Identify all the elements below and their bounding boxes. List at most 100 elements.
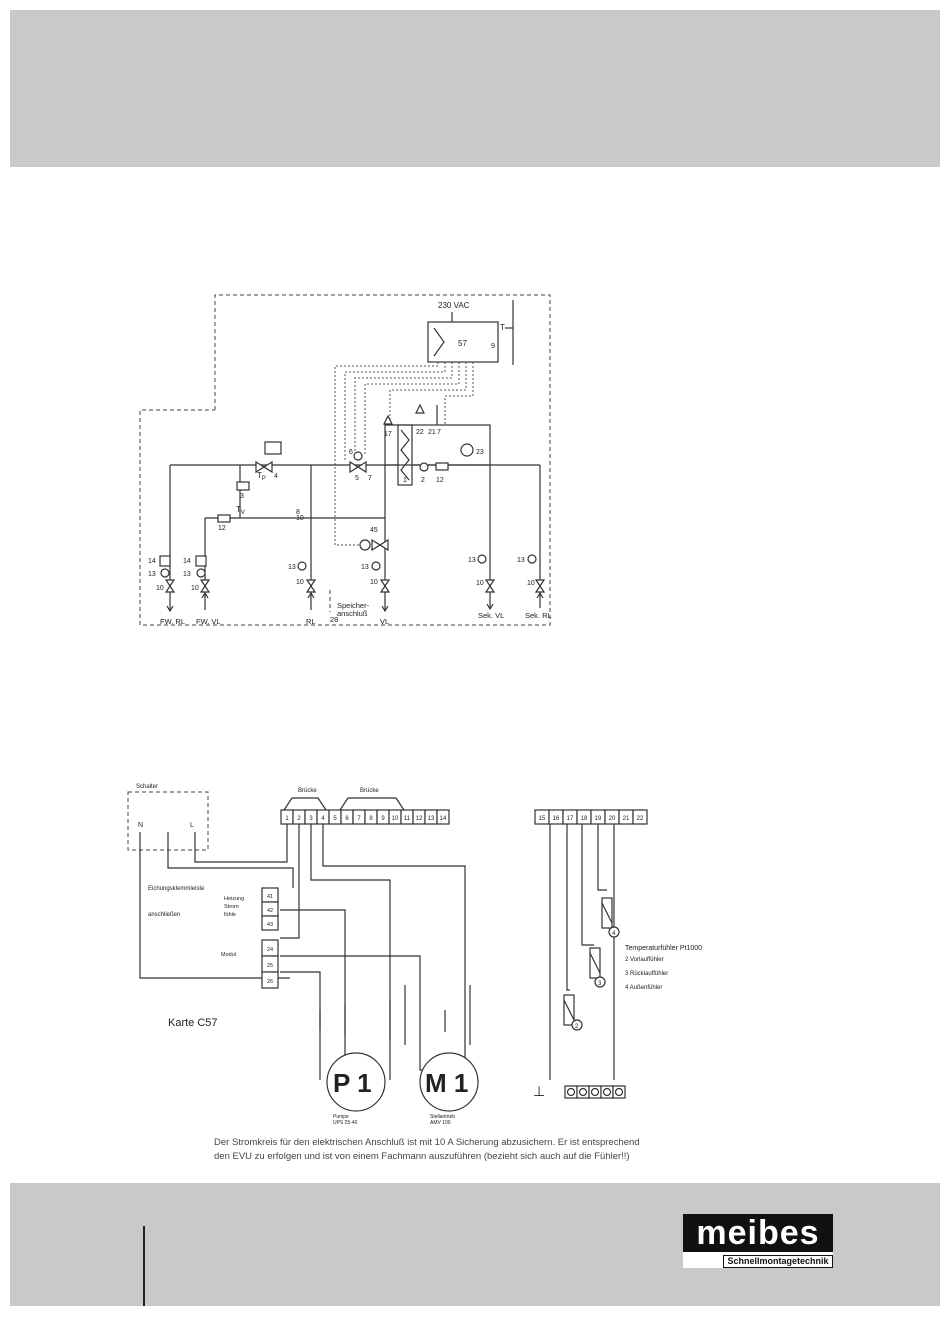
comp-num: 21 bbox=[428, 429, 436, 436]
logo-wordmark: meibes bbox=[683, 1214, 833, 1252]
terminal-label: 1 bbox=[285, 816, 289, 822]
sensor-title: Temperaturfühler Pt1000 bbox=[625, 945, 702, 952]
note-line-2: den EVU zu erfolgen und ist von einem Fa… bbox=[214, 1151, 630, 1162]
karte-label: Karte C57 bbox=[168, 1017, 218, 1029]
comp-num: 14 bbox=[148, 558, 156, 565]
controller-label: 57 bbox=[458, 339, 467, 348]
comp-num: 10 bbox=[156, 585, 164, 592]
terminal: 18 bbox=[576, 809, 592, 825]
eingang-line: Eichungsklemmleiste bbox=[148, 886, 205, 892]
speicher-line1: Speicher- bbox=[337, 601, 370, 610]
terminal-label: 14 bbox=[440, 816, 447, 822]
terminal-label: 11 bbox=[404, 816, 411, 822]
ground-symbol: ⊥ bbox=[533, 1083, 545, 1099]
module-terminals-b: 24 25 26 bbox=[261, 939, 279, 989]
note-line-1: Der Stromkreis für den elektrischen Ansc… bbox=[214, 1137, 640, 1148]
terminal-label: 9 bbox=[381, 816, 385, 822]
terminal-label: 6 bbox=[345, 816, 349, 822]
module-terminal: 25 bbox=[261, 955, 279, 973]
terminal-label: 4 bbox=[321, 816, 325, 822]
header-band bbox=[10, 10, 940, 167]
motor-caption-1: Stellantrieb bbox=[430, 1114, 455, 1120]
module-terminal: 42 bbox=[261, 901, 279, 917]
ground-terminal bbox=[612, 1085, 626, 1099]
terminal: 9 bbox=[376, 809, 390, 825]
module-terminal-label: 42 bbox=[267, 908, 273, 914]
terminal: 8 bbox=[364, 809, 378, 825]
comp-num: 13 bbox=[288, 564, 296, 571]
comp-num: 14 bbox=[183, 558, 191, 565]
comp-num: 10 bbox=[527, 580, 535, 587]
terminal-label: 20 bbox=[609, 816, 616, 822]
supply-label: 230 VAC bbox=[438, 301, 470, 310]
mod-label: Strom bbox=[224, 904, 239, 910]
meibes-logo: meibes Schnellmontagetechnik bbox=[683, 1214, 833, 1268]
module-terminal-label: 43 bbox=[267, 922, 273, 928]
terminal: 17 bbox=[562, 809, 578, 825]
comp-num: 45 bbox=[370, 527, 378, 534]
terminal: 21 bbox=[618, 809, 634, 825]
terminal-label: 17 bbox=[567, 816, 574, 822]
ground-terminal bbox=[600, 1085, 614, 1099]
terminal: 19 bbox=[590, 809, 606, 825]
electrical-note: Der Stromkreis für den elektrischen Ansc… bbox=[214, 1136, 704, 1164]
comp-num: 12 bbox=[218, 525, 226, 532]
modul-label: Modul bbox=[221, 952, 236, 958]
terminal: 20 bbox=[604, 809, 620, 825]
terminal: 6 bbox=[340, 809, 354, 825]
sensor-t-sub: 9 bbox=[491, 343, 495, 350]
comp-num: 13 bbox=[361, 564, 369, 571]
pipe-fw-vl: FW. VL bbox=[196, 617, 221, 626]
terminal-label: 12 bbox=[416, 816, 423, 822]
pump-symbol bbox=[326, 1052, 386, 1112]
comp-num: 3 bbox=[240, 493, 244, 500]
terminal-label: 13 bbox=[428, 816, 435, 822]
hydraulic-schematic: 230 VAC 57 9 T bbox=[139, 294, 552, 626]
bruecke-1: Brücke bbox=[298, 788, 317, 794]
terminal-label: 19 bbox=[595, 816, 602, 822]
comp-num: 10 bbox=[296, 579, 304, 586]
terminal-label: 15 bbox=[539, 816, 546, 822]
comp-num: 10 bbox=[370, 579, 378, 586]
main-switch-l: L bbox=[190, 822, 194, 829]
boundary-dashed bbox=[139, 294, 551, 626]
terminal-label: 7 bbox=[357, 816, 361, 822]
terminal-block-ground bbox=[564, 1085, 626, 1099]
terminal-label: 18 bbox=[581, 816, 588, 822]
controller-box bbox=[427, 321, 499, 363]
comp-num: 8 bbox=[296, 509, 300, 516]
sensor-num: 2 bbox=[575, 1024, 579, 1030]
main-switch-label: Schalter bbox=[136, 784, 158, 790]
motor-symbol bbox=[419, 1052, 479, 1112]
mod-label: Heizung bbox=[224, 896, 244, 902]
mod-label: fühle bbox=[224, 912, 236, 918]
terminal: 4 bbox=[316, 809, 330, 825]
comp-num: 7 bbox=[437, 429, 441, 436]
speicher-num: 28 bbox=[330, 615, 338, 624]
module-terminal-label: 24 bbox=[267, 947, 273, 953]
speicher-line2: anschluß bbox=[337, 609, 368, 618]
module-terminal: 41 bbox=[261, 887, 279, 903]
bruecke-2: Brücke bbox=[360, 788, 379, 794]
terminal-label: 8 bbox=[369, 816, 373, 822]
module-terminal-label: 41 bbox=[267, 894, 273, 900]
pipe-sek-vl: Sek. VL bbox=[478, 611, 504, 620]
sensor-item: 4 Außenfühler bbox=[625, 985, 662, 991]
sensor-t: T bbox=[500, 323, 505, 332]
eingang-line: anschließen bbox=[148, 912, 180, 918]
pipe-sek-rl: Sek. RL bbox=[525, 611, 552, 620]
comp-num: 13 bbox=[183, 571, 191, 578]
terminal-label: 5 bbox=[333, 816, 337, 822]
comp-num: 17 bbox=[384, 431, 392, 438]
terminal-label: 22 bbox=[637, 816, 644, 822]
terminal-label: 10 bbox=[392, 816, 399, 822]
motor-label: M 1 bbox=[425, 1068, 468, 1098]
comp-num: 22 bbox=[416, 429, 424, 436]
pump-label: P 1 bbox=[333, 1068, 372, 1098]
comp-num: 5 bbox=[355, 475, 359, 482]
ground-terminal bbox=[564, 1085, 578, 1099]
module-terminal-label: 26 bbox=[267, 979, 273, 985]
logo-tagline: Schnellmontagetechnik bbox=[723, 1255, 833, 1268]
tv-label: TV bbox=[236, 505, 245, 516]
